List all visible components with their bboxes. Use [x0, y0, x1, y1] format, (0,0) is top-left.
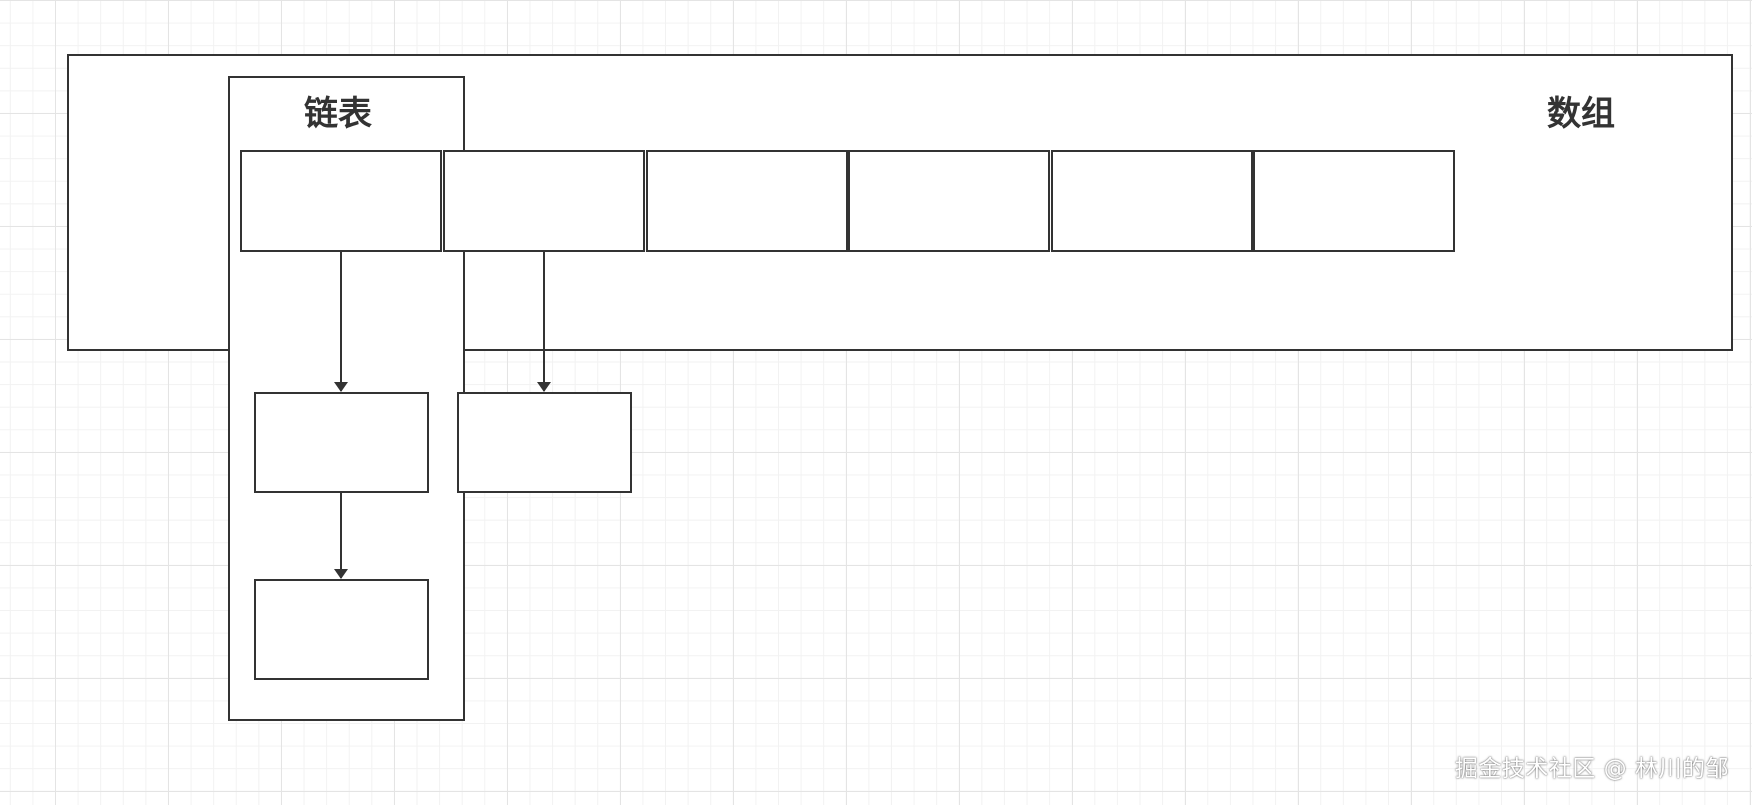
array-slot — [240, 150, 442, 252]
array-slot — [848, 150, 1050, 252]
array-slot — [1051, 150, 1253, 252]
linked-list-label: 链表 — [304, 94, 372, 134]
list-nodes — [254, 392, 632, 680]
array-slot — [646, 150, 848, 252]
watermark: 掘金技术社区 @ 林川的邹 — [1454, 756, 1729, 782]
list-node — [254, 392, 429, 493]
array-slots — [240, 150, 1455, 252]
list-node — [457, 392, 632, 493]
array-label: 数组 — [1547, 94, 1615, 134]
array-slot — [1253, 150, 1455, 252]
array-slot — [443, 150, 645, 252]
arrows — [334, 251, 551, 579]
list-node — [254, 579, 429, 680]
